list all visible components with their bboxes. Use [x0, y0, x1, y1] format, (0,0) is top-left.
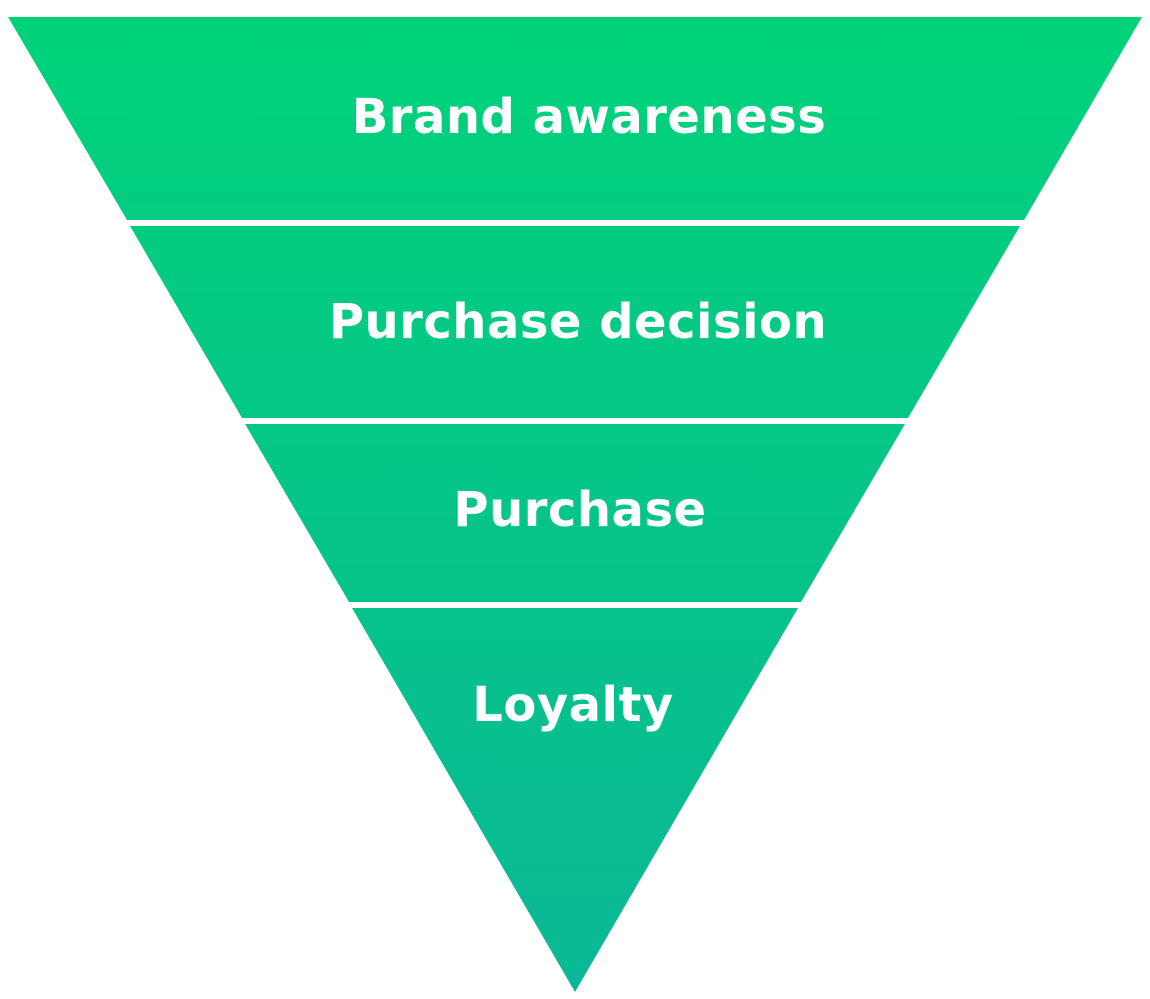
funnel-segment-purchase-decision — [130, 226, 1020, 418]
stage-label-purchase: Purchase — [453, 482, 706, 538]
funnel-stage-loyalty: Loyalty — [352, 608, 798, 992]
funnel-stage-brand-awareness: Brand awareness — [8, 17, 1142, 220]
funnel-segment-loyalty — [352, 608, 798, 992]
funnel-stage-purchase-decision: Purchase decision — [130, 226, 1020, 418]
funnel-segment-brand-awareness — [8, 17, 1142, 220]
stage-label-loyalty: Loyalty — [472, 677, 673, 733]
funnel-segment-purchase — [245, 424, 905, 602]
stage-label-brand-awareness: Brand awareness — [352, 89, 827, 145]
stage-label-purchase-decision: Purchase decision — [329, 294, 827, 350]
funnel-stage-purchase: Purchase — [245, 424, 905, 602]
